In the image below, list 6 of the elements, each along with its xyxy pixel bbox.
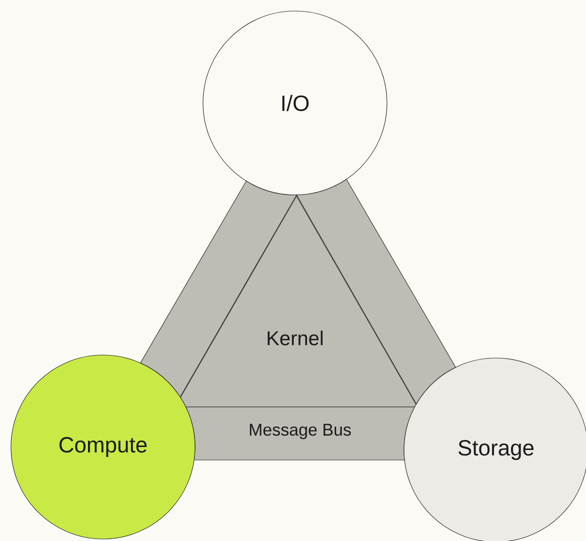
circle-node: I/O — [202, 10, 388, 196]
connector-band — [140, 180, 297, 398]
circle-node: Compute — [10, 354, 196, 540]
circle-node: Storage — [404, 358, 586, 541]
connector-band — [296, 178, 456, 404]
message-bus-band: Message Bus — [186, 406, 415, 460]
